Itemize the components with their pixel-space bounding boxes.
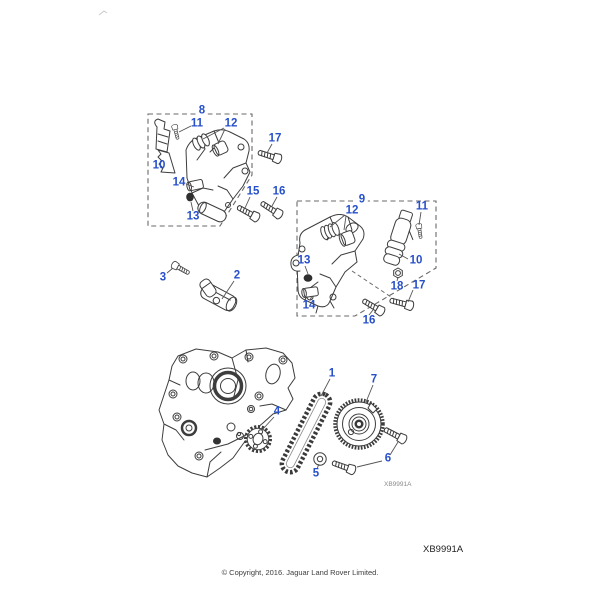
bushing-14-left	[186, 179, 204, 192]
figure-code: XB9991A	[423, 544, 464, 555]
callout-3[interactable]: 3	[159, 271, 167, 284]
leader-lines	[166, 125, 422, 470]
timing-chain-1	[279, 391, 333, 475]
callout-7[interactable]: 7	[370, 373, 378, 386]
callout-14-b[interactable]: 14	[302, 299, 316, 312]
springs-12-right	[320, 221, 356, 247]
callout-17-b[interactable]: 17	[412, 279, 426, 292]
callout-10-a[interactable]: 10	[152, 159, 166, 172]
bolt-3	[169, 260, 192, 277]
callout-14-a[interactable]: 14	[172, 176, 186, 189]
bolt-11-right	[415, 222, 425, 240]
callout-1[interactable]: 1	[328, 367, 336, 380]
washer-5	[313, 452, 327, 466]
callout-9[interactable]: 9	[355, 194, 369, 206]
callout-8[interactable]: 8	[195, 105, 209, 117]
callout-12-b[interactable]: 12	[345, 204, 359, 217]
engine-bolt-bosses	[168, 351, 288, 461]
callout-5[interactable]: 5	[312, 467, 320, 480]
ratchet-tensioner-10-left	[154, 118, 176, 174]
tensioner-bracket-left	[185, 129, 251, 223]
callout-16-a[interactable]: 16	[272, 185, 286, 198]
bolt-6-upper	[381, 424, 409, 446]
callout-12-a[interactable]: 12	[224, 117, 238, 130]
callout-13-b[interactable]: 13	[297, 254, 311, 267]
callout-4[interactable]: 4	[273, 405, 281, 418]
springs-12-left	[192, 133, 229, 157]
chain-guide-2	[199, 278, 238, 312]
vvt-gear-7	[333, 398, 385, 450]
callout-6[interactable]: 6	[384, 452, 392, 465]
dashed-box-8	[147, 113, 253, 227]
grommet-13-left	[186, 192, 194, 202]
callout-15[interactable]: 15	[246, 185, 260, 198]
drawing-code-small: XB9991A	[384, 481, 412, 488]
callout-2[interactable]: 2	[233, 269, 241, 282]
bolt-17-right	[388, 295, 416, 312]
nut-18	[393, 267, 403, 279]
callout-11-a[interactable]: 11	[190, 117, 204, 130]
bolt-15	[234, 202, 262, 224]
solenoid-tensioner-10-right	[383, 209, 414, 266]
bolt-16-left	[258, 198, 285, 221]
callout-13-a[interactable]: 13	[186, 210, 200, 223]
callout-16-b[interactable]: 16	[362, 314, 376, 327]
sprocket-4	[244, 425, 272, 453]
copyright-text: © Copyright, 2016. Jaguar Land Rover Lim…	[221, 568, 379, 577]
dashed-box-9	[296, 200, 437, 317]
callout-18[interactable]: 18	[390, 280, 404, 293]
callout-17-a[interactable]: 17	[268, 132, 282, 145]
bolt-6-lower	[330, 457, 358, 476]
registration-tick	[98, 10, 108, 16]
callout-11-b[interactable]: 11	[415, 200, 429, 213]
grommet-13-right	[303, 274, 313, 282]
bolt-17-left	[256, 147, 284, 165]
callout-10-b[interactable]: 10	[409, 254, 423, 267]
